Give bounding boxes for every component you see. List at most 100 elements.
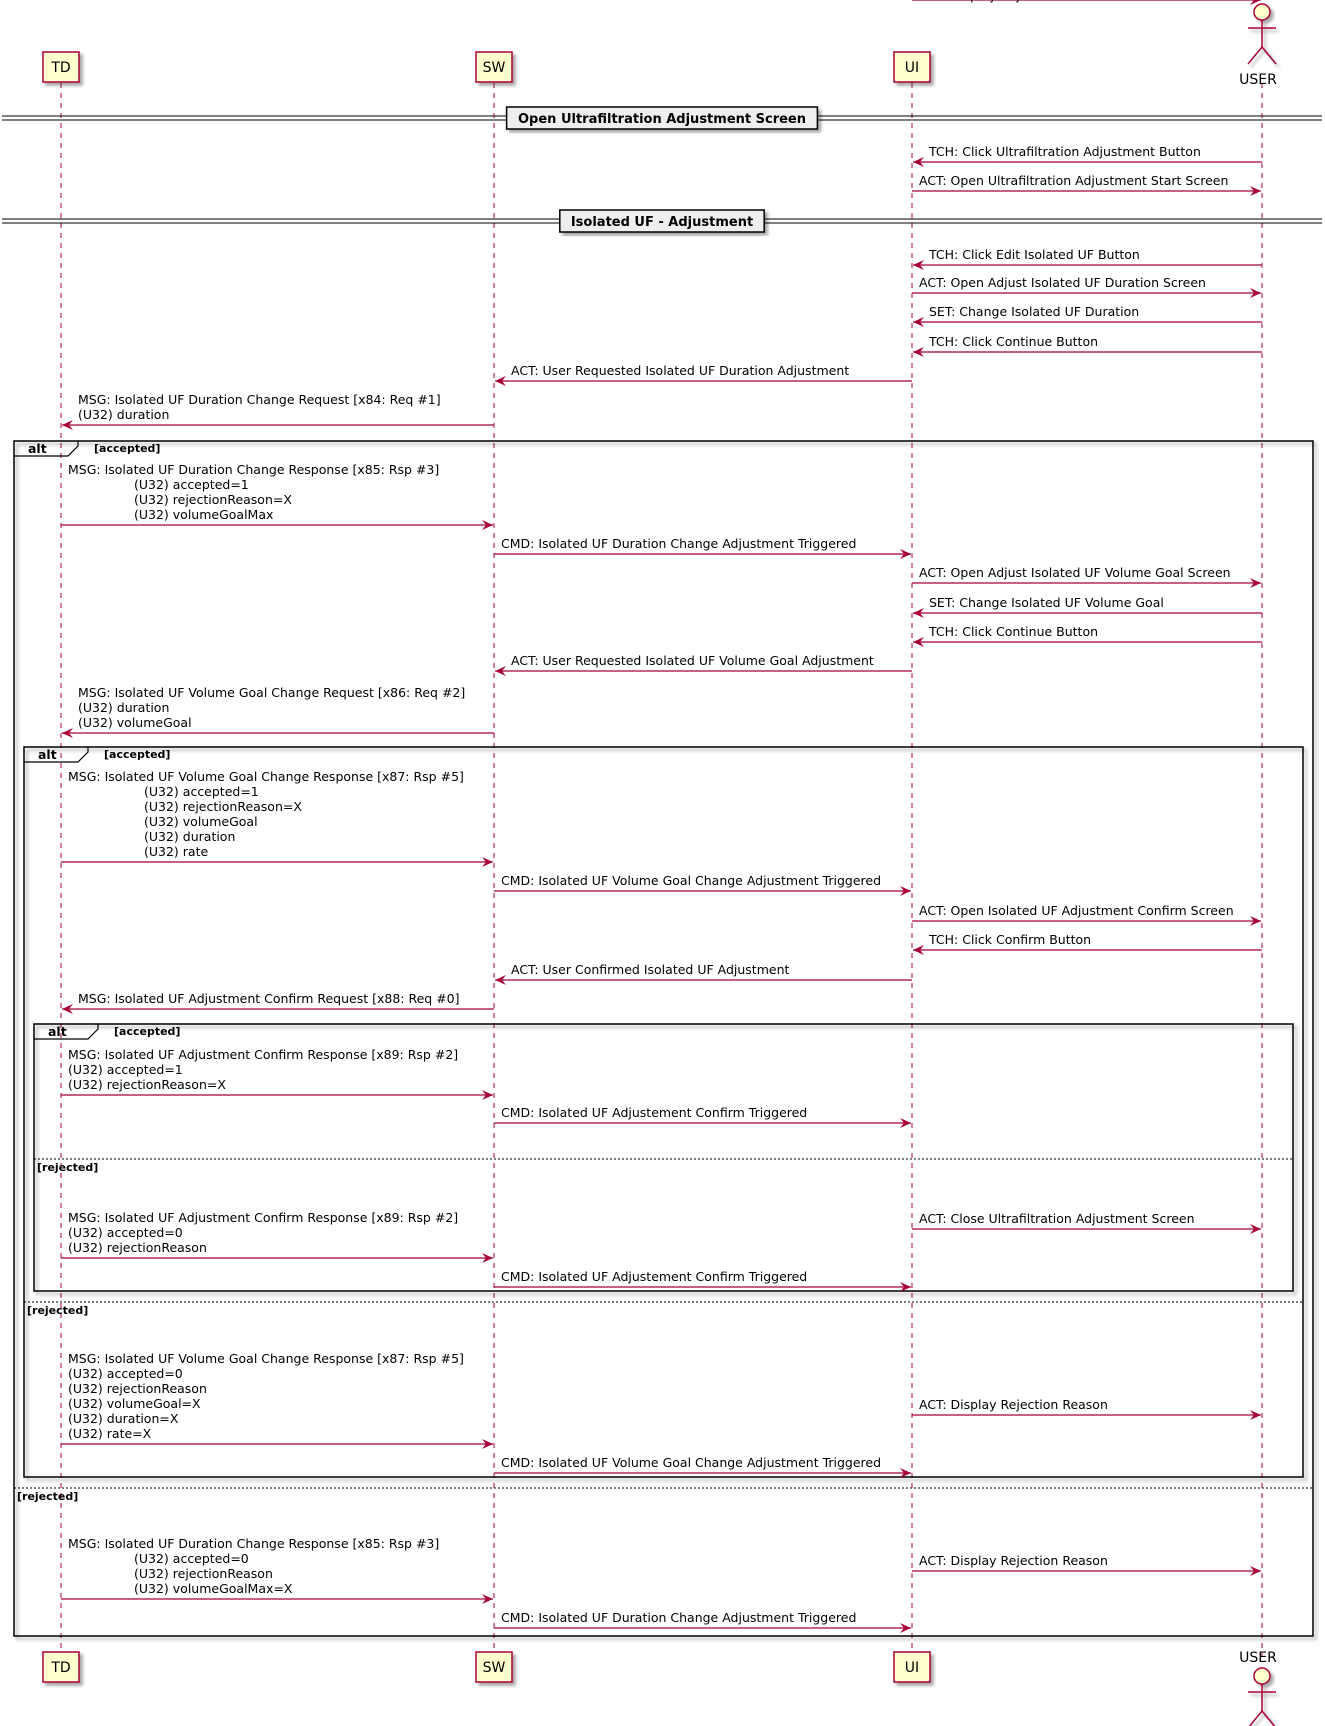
- message-33: ACT: Display Rejection Reason: [912, 0, 1261, 5]
- message-27: ACT: Display Rejection Reason: [912, 1397, 1261, 1420]
- message-7: ACT: User Requested Isolated UF Duration…: [495, 363, 912, 386]
- message-label: (U32) duration: [144, 829, 235, 844]
- message-label: (U32) rejectionReason: [68, 1240, 207, 1255]
- message-label: MSG: Isolated UF Duration Change Respons…: [68, 462, 439, 477]
- message-label: (U32) accepted=1: [68, 1062, 183, 1077]
- divider-1: Open Ultrafiltration Adjustment Screen: [2, 106, 1322, 130]
- message-2: ACT: Open Ultrafiltration Adjustment Sta…: [912, 173, 1261, 196]
- message-label: SET: Change Isolated UF Volume Goal: [929, 595, 1164, 610]
- message-label: (U32) rejectionReason=X: [134, 492, 292, 507]
- message-label: MSG: Isolated UF Adjustment Confirm Resp…: [68, 1210, 458, 1225]
- message-21: MSG: Isolated UF Adjustment Confirm Requ…: [62, 991, 494, 1014]
- message-5: SET: Change Isolated UF Duration: [913, 304, 1262, 327]
- message-label: (U32) rejectionReason=X: [144, 799, 302, 814]
- message-9: MSG: Isolated UF Duration Change Respons…: [61, 462, 493, 530]
- message-label: (U32) volumeGoal: [144, 814, 258, 829]
- message-label: (U32) volumeGoalMax=X: [134, 1581, 293, 1596]
- message-label: (U32) accepted=0: [68, 1366, 183, 1381]
- participant-ui-top: UI: [893, 51, 931, 83]
- message-label: (U32) duration=X: [68, 1411, 179, 1426]
- participant-sw-bottom: SW: [475, 1651, 513, 1683]
- participant-label: UI: [905, 60, 919, 76]
- message-label: CMD: Isolated UF Adjustement Confirm Tri…: [501, 1105, 807, 1120]
- participant-box: [893, 1651, 931, 1683]
- fragment-else-condition: [rejected]: [27, 1304, 88, 1317]
- message-label: (U32) accepted=1: [134, 477, 249, 492]
- fragment-frame: [23, 746, 1304, 1478]
- message-label: (U32) accepted=0: [68, 1225, 183, 1240]
- participant-box: [893, 51, 931, 83]
- message-29: CMD: Isolated UF Volume Goal Change Adju…: [494, 1455, 911, 1478]
- divider-box: [559, 209, 765, 233]
- message-label: MSG: Isolated UF Adjustment Confirm Resp…: [68, 1047, 458, 1062]
- message-label: ACT: User Requested Isolated UF Duration…: [511, 363, 849, 378]
- message-label: MSG: Isolated UF Volume Goal Change Requ…: [78, 685, 465, 700]
- participant-box: [42, 51, 80, 83]
- fragment-tab: [24, 747, 89, 763]
- participant-box: [42, 1651, 80, 1683]
- participant-sw-top: SW: [475, 51, 513, 83]
- alt-fragment-2: alt [accepted] [rejected]: [23, 746, 1304, 1478]
- participant-label: TD: [50, 60, 70, 76]
- message-label: (U32) rate: [144, 844, 208, 859]
- actor-icon: [1247, 3, 1277, 65]
- message-24: ACT: Close Ultrafiltration Adjustment Sc…: [912, 1211, 1261, 1234]
- message-18: ACT: Open Isolated UF Adjustment Confirm…: [912, 903, 1261, 926]
- participant-label: SW: [483, 60, 506, 76]
- participant-td-top: TD: [42, 51, 80, 83]
- alt-fragment-3: alt[accepted][rejected]: [33, 1023, 1294, 1292]
- fragment-tab: [14, 441, 79, 457]
- participant-box: [475, 1651, 513, 1683]
- message-8: MSG: Isolated UF Duration Change Request…: [62, 392, 494, 430]
- message-label: CMD: Isolated UF Volume Goal Change Adju…: [501, 1455, 881, 1470]
- divider-title: Isolated UF - Adjustment: [571, 215, 753, 230]
- message-label: MSG: Isolated UF Duration Change Request…: [78, 392, 441, 407]
- message-32: CMD: Isolated UF Duration Change Adjustm…: [494, 1610, 911, 1633]
- message-label: TCH: Click Continue Button: [928, 334, 1098, 349]
- message-16: MSG: Isolated UF Volume Goal Change Resp…: [61, 769, 493, 867]
- message-label: MSG: Isolated UF Volume Goal Change Resp…: [68, 769, 464, 784]
- actor-icon: [1248, 1667, 1276, 1726]
- message-19: TCH: Click Confirm Button: [913, 932, 1262, 955]
- participant-label: USER: [1239, 1650, 1277, 1666]
- message-label: MSG: Isolated UF Adjustment Confirm Requ…: [78, 991, 460, 1006]
- message-label: (U32) rejectionReason: [68, 1381, 207, 1396]
- message-13: TCH: Click Continue Button: [913, 624, 1262, 647]
- message-label: CMD: Isolated UF Duration Change Adjustm…: [501, 1610, 856, 1625]
- message-label: (U32) volumeGoal=X: [68, 1396, 201, 1411]
- message-label: SET: Change Isolated UF Duration: [929, 304, 1139, 319]
- message-31: MSG: Isolated UF Duration Change Respons…: [61, 1536, 493, 1604]
- message-label: CMD: Isolated UF Duration Change Adjustm…: [501, 536, 856, 551]
- fragment-tab: [34, 1024, 99, 1040]
- message-label: ACT: Display Rejection Reason: [919, 1553, 1108, 1568]
- message-30: ACT: Display Rejection Reason: [912, 1553, 1261, 1576]
- message-label: ACT: Open Adjust Isolated UF Volume Goal…: [919, 565, 1231, 580]
- message-label: ACT: User Confirmed Isolated UF Adjustme…: [511, 962, 789, 977]
- fragment-label: alt: [28, 441, 47, 456]
- message-label: ACT: Open Isolated UF Adjustment Confirm…: [919, 903, 1234, 918]
- message-label: ACT: Close Ultrafiltration Adjustment Sc…: [919, 1211, 1195, 1226]
- participant-label: TD: [50, 1660, 70, 1676]
- message-label: ACT: Open Adjust Isolated UF Duration Sc…: [919, 275, 1206, 290]
- fragment-frame: [13, 440, 1314, 1637]
- participant-ui-bottom: UI: [893, 1651, 931, 1683]
- message-label: (U32) duration: [78, 700, 169, 715]
- message-label: TCH: Click Edit Isolated UF Button: [928, 247, 1140, 262]
- participant-label: SW: [483, 1660, 506, 1676]
- message-12: SET: Change Isolated UF Volume Goal: [913, 595, 1262, 618]
- fragment-else-condition: [rejected]: [17, 1490, 78, 1503]
- message-10: CMD: Isolated UF Duration Change Adjustm…: [494, 536, 911, 559]
- message-label: ACT: User Requested Isolated UF Volume G…: [511, 653, 874, 668]
- message-label: (U32) volumeGoalMax: [134, 507, 273, 522]
- message-label: (U32) rate=X: [68, 1426, 152, 1441]
- fragment-condition: [accepted]: [104, 748, 170, 761]
- message-26: CMD: Isolated UF Adjustement Confirm Tri…: [494, 1269, 911, 1292]
- alt-fragment-1: alt [accepted] [rejected]: [13, 440, 1314, 1637]
- message-15: MSG: Isolated UF Volume Goal Change Requ…: [62, 685, 494, 738]
- message-23: CMD: Isolated UF Adjustement Confirm Tri…: [494, 1105, 911, 1128]
- fragment-label: alt: [48, 1024, 67, 1039]
- message-label: ACT: Open Ultrafiltration Adjustment Sta…: [919, 173, 1228, 188]
- divider-2: Isolated UF - Adjustment: [2, 209, 1322, 233]
- participant-user-actor-top: USER: [1239, 3, 1277, 88]
